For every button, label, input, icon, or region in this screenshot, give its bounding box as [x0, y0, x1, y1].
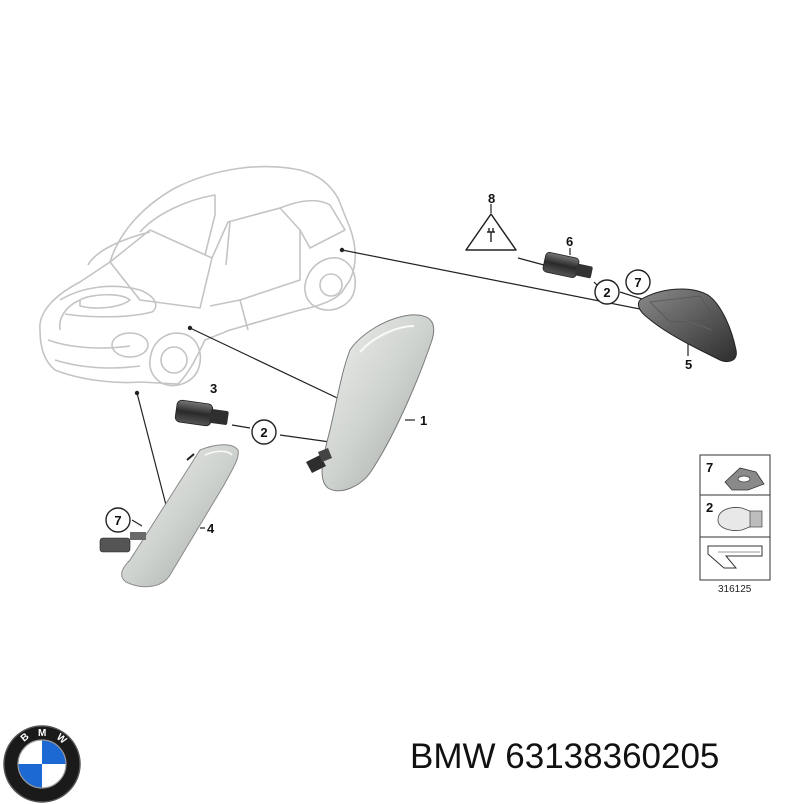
diagram-code: 316125	[718, 584, 752, 595]
legend-item-2-label: 2	[706, 500, 713, 515]
callout-2-top: 2	[603, 285, 610, 300]
callout-circle-2-top	[594, 279, 620, 305]
callout-2-mid: 2	[260, 425, 267, 440]
callout-circle-2-mid	[251, 419, 277, 445]
logo-letter: M	[38, 728, 46, 739]
callout-1: 1	[420, 413, 427, 428]
callout-7-low: 7	[114, 513, 121, 528]
callout-circle-7-top	[625, 269, 651, 295]
callout-circle-7-low	[105, 507, 131, 533]
leader-dot	[187, 325, 193, 331]
side-marker-dark-part-5	[637, 288, 737, 363]
warning-triangle-part-8	[465, 213, 517, 251]
callout-4: 4	[207, 521, 215, 536]
bulb-icon	[717, 507, 763, 531]
car-outline	[39, 165, 357, 387]
part-number: 63138360205	[505, 737, 720, 776]
clip-nut-icon	[724, 467, 765, 491]
direction-arrow-icon	[707, 545, 763, 569]
legend-box: 7 2 316125	[699, 454, 771, 595]
side-marker-part-4	[99, 444, 239, 588]
footer: B M W BMW 63138360205	[0, 710, 800, 803]
callout-8: 8	[488, 191, 495, 206]
bmw-logo: B M W	[3, 725, 81, 803]
leader-dot	[134, 390, 140, 396]
callout-6: 6	[566, 234, 573, 249]
callout-7-top: 7	[634, 275, 641, 290]
side-repeater-lens-part-1	[306, 314, 435, 492]
leader-dot	[339, 247, 345, 253]
callout-5: 5	[685, 357, 692, 372]
part-caption: BMW 63138360205	[410, 737, 719, 777]
brand-name: BMW	[410, 737, 496, 776]
socket-part-6	[542, 252, 593, 279]
socket-part-3	[174, 399, 229, 427]
legend-item-7-label: 7	[706, 460, 713, 475]
callout-3: 3	[210, 381, 217, 396]
